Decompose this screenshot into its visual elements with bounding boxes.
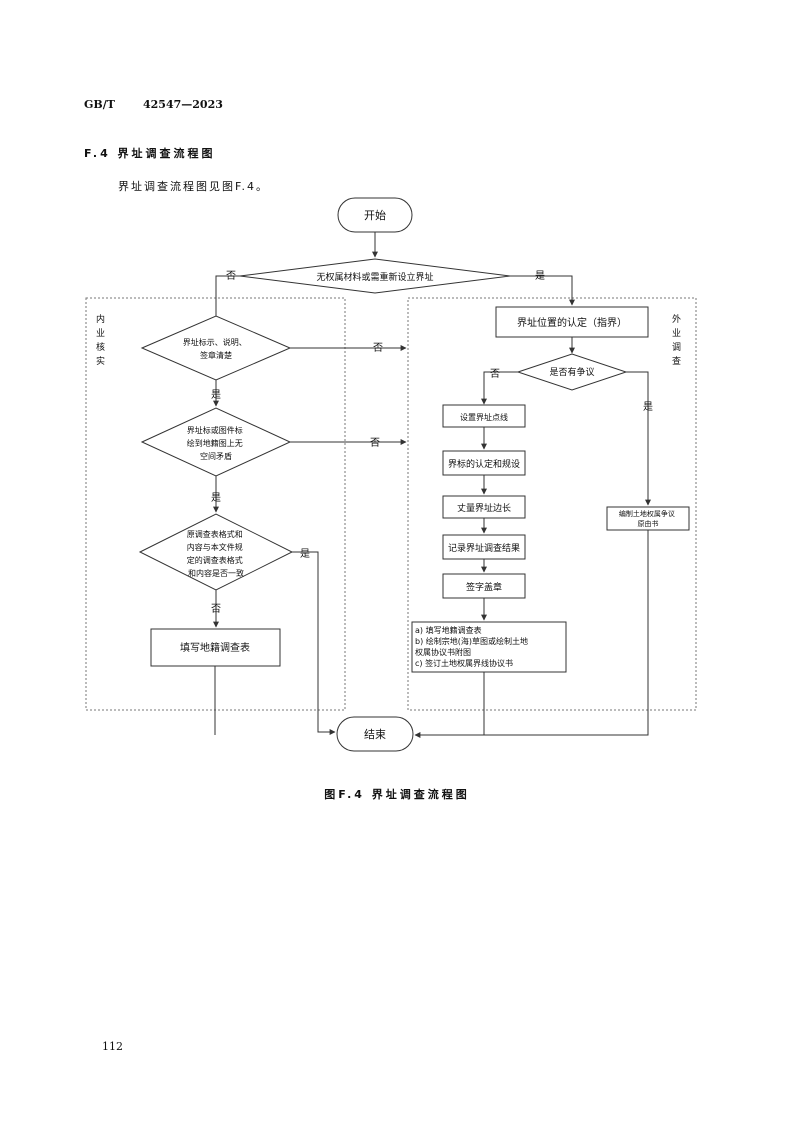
figure-caption: 图F.4 界址调查流程图 [324, 788, 470, 801]
page-number: 112 [102, 1040, 123, 1053]
inner-decision-3-label: 原调查表格式和 内容与本文件规 定的调查表格式 和内容是否一致 [187, 529, 246, 578]
inner-d1-yes-label: 是 [211, 389, 221, 401]
flowchart: 开始 结束 无权属材料或需重新设立界址 否 是 内 业 核 实 外 业 调 查 … [85, 197, 697, 752]
boundary-confirm-label: 界址位置的认定（指界） [517, 316, 627, 329]
step-label-3: 丈量界址边长 [457, 502, 511, 514]
outer-survey-box [407, 297, 697, 711]
fill-table-label: 填写地籍调查表 [180, 641, 250, 654]
dispute-doc-label: 编制土地权属争议 原由书 [619, 509, 677, 528]
outer-label: 外 业 调 查 [672, 313, 684, 367]
inner-d3-yes-label: 是 [300, 548, 310, 560]
standard-number: 42547—2023 [143, 98, 223, 111]
section-title: F.4 界址调查流程图 [84, 147, 216, 160]
step-label-2: 界标的认定和规设 [448, 458, 520, 470]
start-label: 开始 [364, 208, 386, 222]
dispute-label: 是否有争议 [549, 366, 594, 378]
fill-table-box [150, 628, 281, 667]
inner-d1-no-label: 否 [373, 342, 383, 354]
final-list: a) 填写地籍调查表 b) 绘制宗地(海)草图或绘制土地 权属协议书附图 c) … [415, 625, 531, 668]
step-label-1: 设置界址点线 [460, 412, 508, 422]
section-intro: 界址调查流程图见图F.4。 [118, 180, 270, 193]
inner-d2-no-label: 否 [370, 437, 380, 449]
inner-decision-1 [140, 315, 292, 381]
inner-decision-2-label: 界址标或图件标 绘到地籍图上无 空间矛盾 [187, 425, 246, 461]
inner-d2-yes-label: 是 [211, 492, 221, 504]
step-box-5 [442, 573, 526, 599]
inner-decision-3 [138, 513, 294, 591]
inner-decision-1-label: 界址标示、说明、 签章清楚 [183, 337, 250, 360]
top-no-label: 否 [226, 270, 236, 282]
top-yes-label: 是 [535, 270, 545, 282]
end-label: 结束 [364, 728, 386, 741]
dispute-yes-label: 是 [643, 401, 653, 413]
standard-code: GB/T [84, 98, 115, 111]
step-label-4: 记录界址调查结果 [448, 542, 520, 554]
dispute-no-label: 否 [490, 368, 500, 380]
boundary-confirm-box [495, 306, 649, 338]
top-decision-label: 无权属材料或需重新设立界址 [316, 271, 433, 283]
step-box-2 [442, 450, 526, 476]
step-label-5: 签字盖章 [466, 581, 502, 593]
inner-d3-no-label: 否 [211, 603, 221, 615]
final-list-box [411, 621, 567, 673]
end-terminal [336, 716, 414, 752]
inner-label: 内 业 核 实 [96, 313, 108, 367]
step-box-4 [442, 534, 526, 560]
